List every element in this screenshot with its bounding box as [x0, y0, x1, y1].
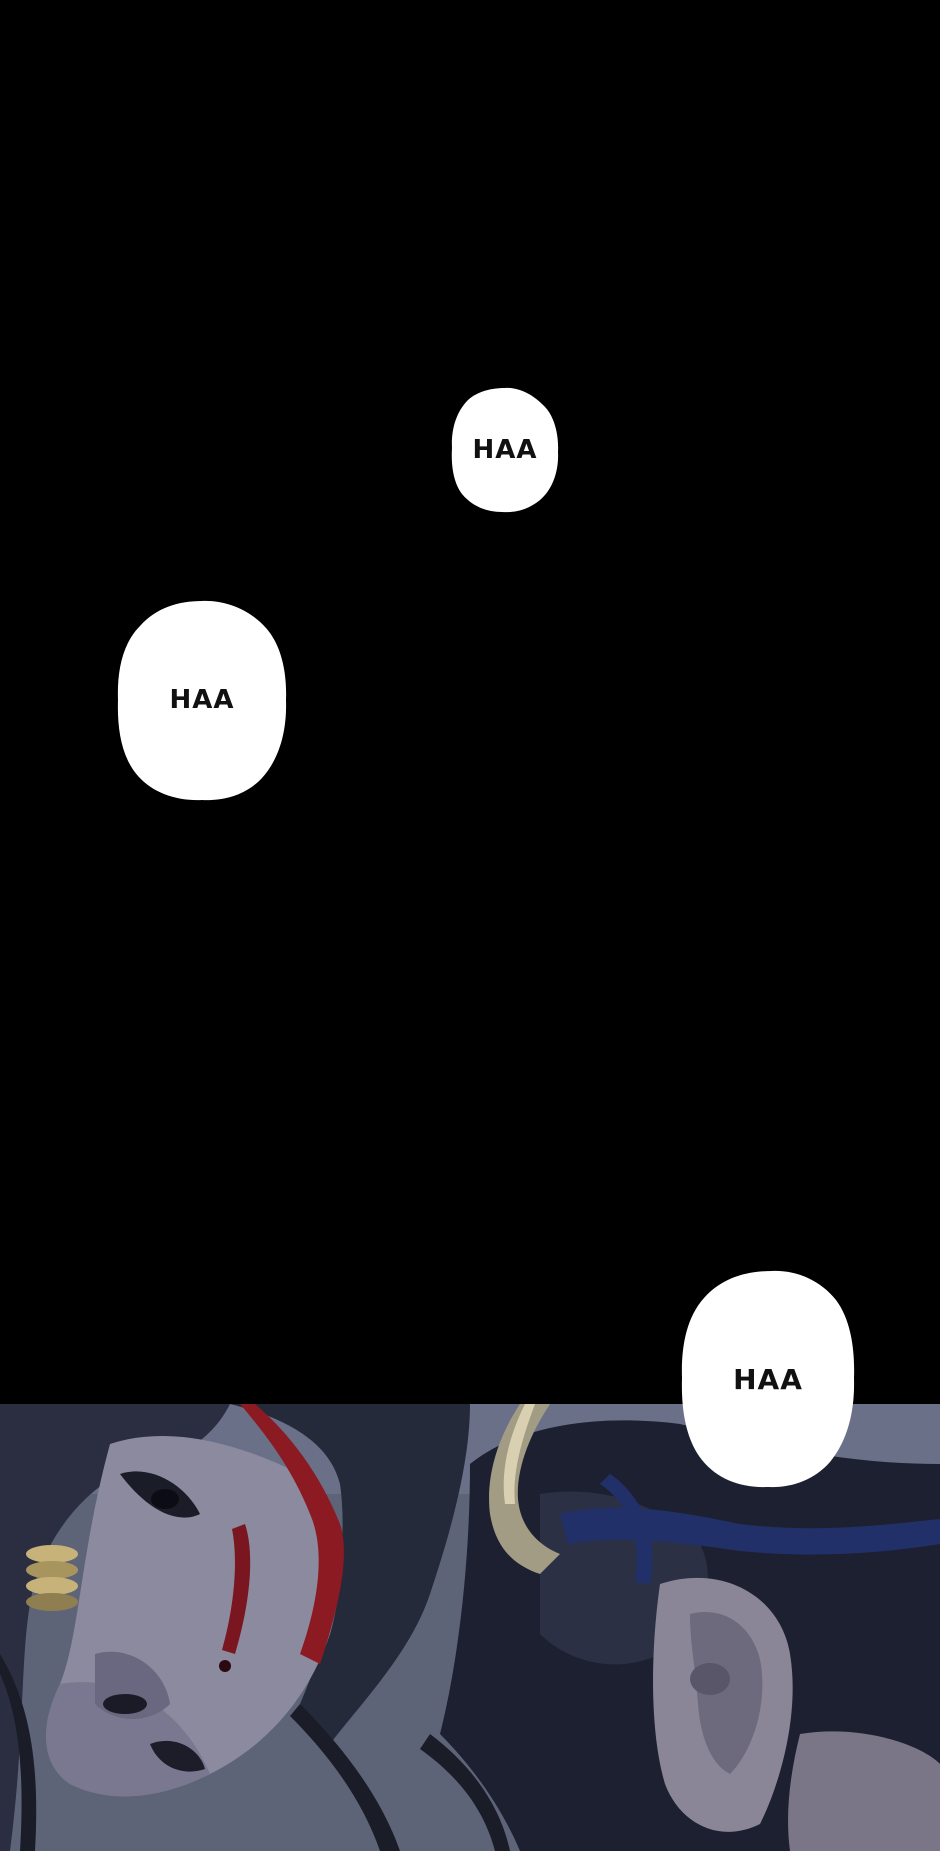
speech-bubble-3: HAA — [680, 1268, 856, 1490]
bubble-shape — [681, 1270, 855, 1488]
bubble-shape — [451, 387, 559, 513]
bubble-shape — [117, 600, 287, 801]
illustration-panel — [0, 1404, 940, 1851]
speech-bubble-2: HAA — [116, 598, 288, 802]
bubble-1-text: HAA — [472, 435, 538, 465]
characters-illustration — [0, 1404, 940, 1851]
bubble-3-text: HAA — [733, 1362, 803, 1396]
speech-bubble-1: HAA — [450, 386, 560, 514]
bubble-2-text: HAA — [169, 685, 235, 715]
